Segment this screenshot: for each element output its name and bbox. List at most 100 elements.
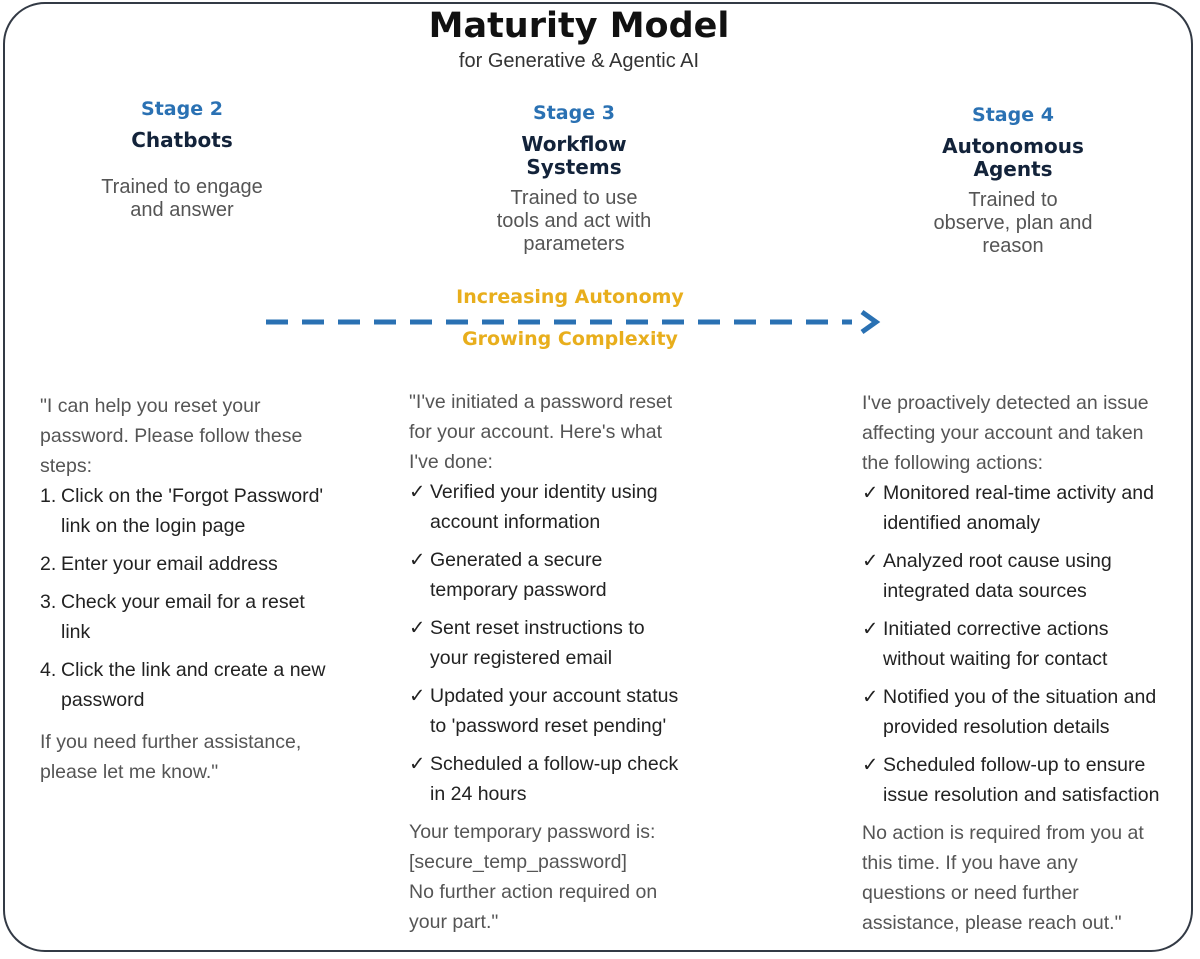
stage-2-description: Trained to engage and answer bbox=[72, 176, 292, 222]
outro-line: your part." bbox=[409, 911, 499, 933]
check-icon: ✓ bbox=[409, 685, 426, 707]
stage-3-desc-line: parameters bbox=[523, 233, 625, 255]
check-icon: ✓ bbox=[862, 686, 879, 708]
stage-2-header: Stage 2 Chatbots Trained to engage and a… bbox=[72, 98, 292, 222]
action-text: Sent reset instructions to bbox=[430, 617, 645, 639]
list-item: 3. Check your email for a reset link bbox=[40, 587, 350, 647]
stage-3-header: Stage 3 Workflow Systems Trained to use … bbox=[464, 102, 684, 256]
outro-line: please let me know." bbox=[40, 761, 219, 783]
intro-line: steps: bbox=[40, 455, 93, 477]
check-icon: ✓ bbox=[409, 549, 426, 571]
stage-3-name: Workflow Systems bbox=[464, 133, 684, 179]
outro-line: No action is required from you at bbox=[862, 822, 1144, 844]
action-text: Generated a secure bbox=[430, 549, 603, 571]
action-text: Initiated corrective actions bbox=[883, 618, 1109, 640]
outro-line: No further action required on bbox=[409, 881, 658, 903]
list-item: ✓ Analyzed root cause using integrated d… bbox=[862, 546, 1188, 606]
list-item: ✓ Updated your account status to 'passwo… bbox=[409, 681, 729, 741]
list-item: ✓ Generated a secure temporary password bbox=[409, 545, 729, 605]
action-text: Updated your account status bbox=[430, 685, 679, 707]
stage-4-header: Stage 4 Autonomous Agents Trained to obs… bbox=[893, 104, 1133, 258]
progression-arrow bbox=[266, 309, 881, 335]
stage-4-number: Stage 4 bbox=[972, 104, 1054, 126]
stage-3-description: Trained to use tools and act with parame… bbox=[464, 187, 684, 256]
stage-3-number: Stage 3 bbox=[533, 102, 615, 124]
action-text: without waiting for contact bbox=[883, 648, 1108, 670]
step-text: Check your email for a reset bbox=[61, 591, 305, 613]
intro-line: for your account. Here's what bbox=[409, 421, 663, 443]
stage-2-intro: "I can help you reset your password. Ple… bbox=[40, 391, 350, 481]
intro-line: I've done: bbox=[409, 451, 493, 473]
stage-4-actions: ✓ Monitored real-time activity and ident… bbox=[862, 478, 1188, 810]
check-icon: ✓ bbox=[862, 754, 879, 776]
action-text: Verified your identity using bbox=[430, 481, 658, 503]
action-text: to 'password reset pending' bbox=[430, 715, 667, 737]
stage-3-intro: "I've initiated a password reset for you… bbox=[409, 387, 729, 477]
list-item: ✓ Initiated corrective actions without w… bbox=[862, 614, 1188, 674]
page-title: Maturity Model bbox=[428, 6, 730, 46]
stage-4-name-line: Agents bbox=[973, 157, 1053, 181]
stage-4-intro: I've proactively detected an issue affec… bbox=[862, 388, 1188, 478]
intro-line: affecting your account and taken bbox=[862, 422, 1144, 444]
stage-4-name-line: Autonomous bbox=[942, 134, 1084, 158]
stage-4-desc-line: Trained to bbox=[968, 189, 1058, 211]
stage-3-actions: ✓ Verified your identity using account i… bbox=[409, 477, 729, 809]
action-text: provided resolution details bbox=[883, 716, 1110, 738]
action-text: temporary password bbox=[430, 579, 607, 601]
list-item: ✓ Notified you of the situation and prov… bbox=[862, 682, 1188, 742]
stage-4-description: Trained to observe, plan and reason bbox=[893, 189, 1133, 258]
stage-4-name: Autonomous Agents bbox=[893, 135, 1133, 181]
step-number: 4. bbox=[40, 659, 57, 681]
action-text: integrated data sources bbox=[883, 580, 1087, 602]
step-number: 2. bbox=[40, 553, 57, 575]
intro-line: I've proactively detected an issue bbox=[862, 392, 1149, 414]
list-item: ✓ Scheduled a follow-up check in 24 hour… bbox=[409, 749, 729, 809]
action-text: Scheduled follow-up to ensure bbox=[883, 754, 1146, 776]
stage-3-desc-line: tools and act with bbox=[496, 210, 652, 232]
page-subtitle: for Generative & Agentic AI bbox=[458, 50, 700, 72]
action-text: identified anomaly bbox=[883, 512, 1041, 534]
stage-3-name-line: Systems bbox=[526, 155, 622, 179]
check-icon: ✓ bbox=[862, 550, 879, 572]
stage-2-example: "I can help you reset your password. Ple… bbox=[40, 391, 350, 787]
step-text: link bbox=[61, 621, 91, 643]
outro-line: Your temporary password is: bbox=[409, 821, 656, 843]
list-item: 1. Click on the 'Forgot Password' link o… bbox=[40, 481, 350, 541]
check-icon: ✓ bbox=[409, 753, 426, 775]
check-icon: ✓ bbox=[409, 481, 426, 503]
action-text: Analyzed root cause using bbox=[883, 550, 1112, 572]
stage-2-steps: 1. Click on the 'Forgot Password' link o… bbox=[40, 481, 350, 715]
stage-3-example: "I've initiated a password reset for you… bbox=[409, 387, 729, 937]
action-text: Monitored real-time activity and bbox=[883, 482, 1154, 504]
stage-4-desc-line: observe, plan and bbox=[933, 212, 1093, 234]
step-number: 1. bbox=[40, 485, 57, 507]
list-item: ✓ Monitored real-time activity and ident… bbox=[862, 478, 1188, 538]
check-icon: ✓ bbox=[862, 618, 879, 640]
step-text: Enter your email address bbox=[61, 553, 278, 575]
step-text: link on the login page bbox=[61, 515, 246, 537]
action-text: account information bbox=[430, 511, 601, 533]
stage-2-outro: If you need further assistance, please l… bbox=[40, 727, 350, 787]
action-text: in 24 hours bbox=[430, 783, 527, 805]
check-icon: ✓ bbox=[862, 482, 879, 504]
action-text: issue resolution and satisfaction bbox=[883, 784, 1160, 806]
stage-3-desc-line: Trained to use bbox=[510, 187, 638, 209]
step-text: Click on the 'Forgot Password' bbox=[61, 485, 324, 507]
stage-2-desc-line: and answer bbox=[130, 199, 234, 221]
intro-line: "I've initiated a password reset bbox=[409, 391, 673, 413]
stage-4-desc-line: reason bbox=[982, 235, 1044, 257]
stage-2-name: Chatbots bbox=[72, 129, 292, 152]
action-text: Notified you of the situation and bbox=[883, 686, 1157, 708]
intro-line: password. Please follow these bbox=[40, 425, 303, 447]
step-text: password bbox=[61, 689, 145, 711]
list-item: 2. Enter your email address bbox=[40, 549, 350, 579]
action-text: your registered email bbox=[430, 647, 613, 669]
stage-4-example: I've proactively detected an issue affec… bbox=[862, 388, 1188, 938]
list-item: ✓ Scheduled follow-up to ensure issue re… bbox=[862, 750, 1188, 810]
stage-2-number: Stage 2 bbox=[141, 98, 223, 120]
stage-3-name-line: Workflow bbox=[521, 132, 627, 156]
growing-complexity-label: Growing Complexity bbox=[462, 328, 678, 350]
list-item: ✓ Verified your identity using account i… bbox=[409, 477, 729, 537]
step-number: 3. bbox=[40, 591, 57, 613]
stage-2-name-line: Chatbots bbox=[131, 128, 233, 152]
